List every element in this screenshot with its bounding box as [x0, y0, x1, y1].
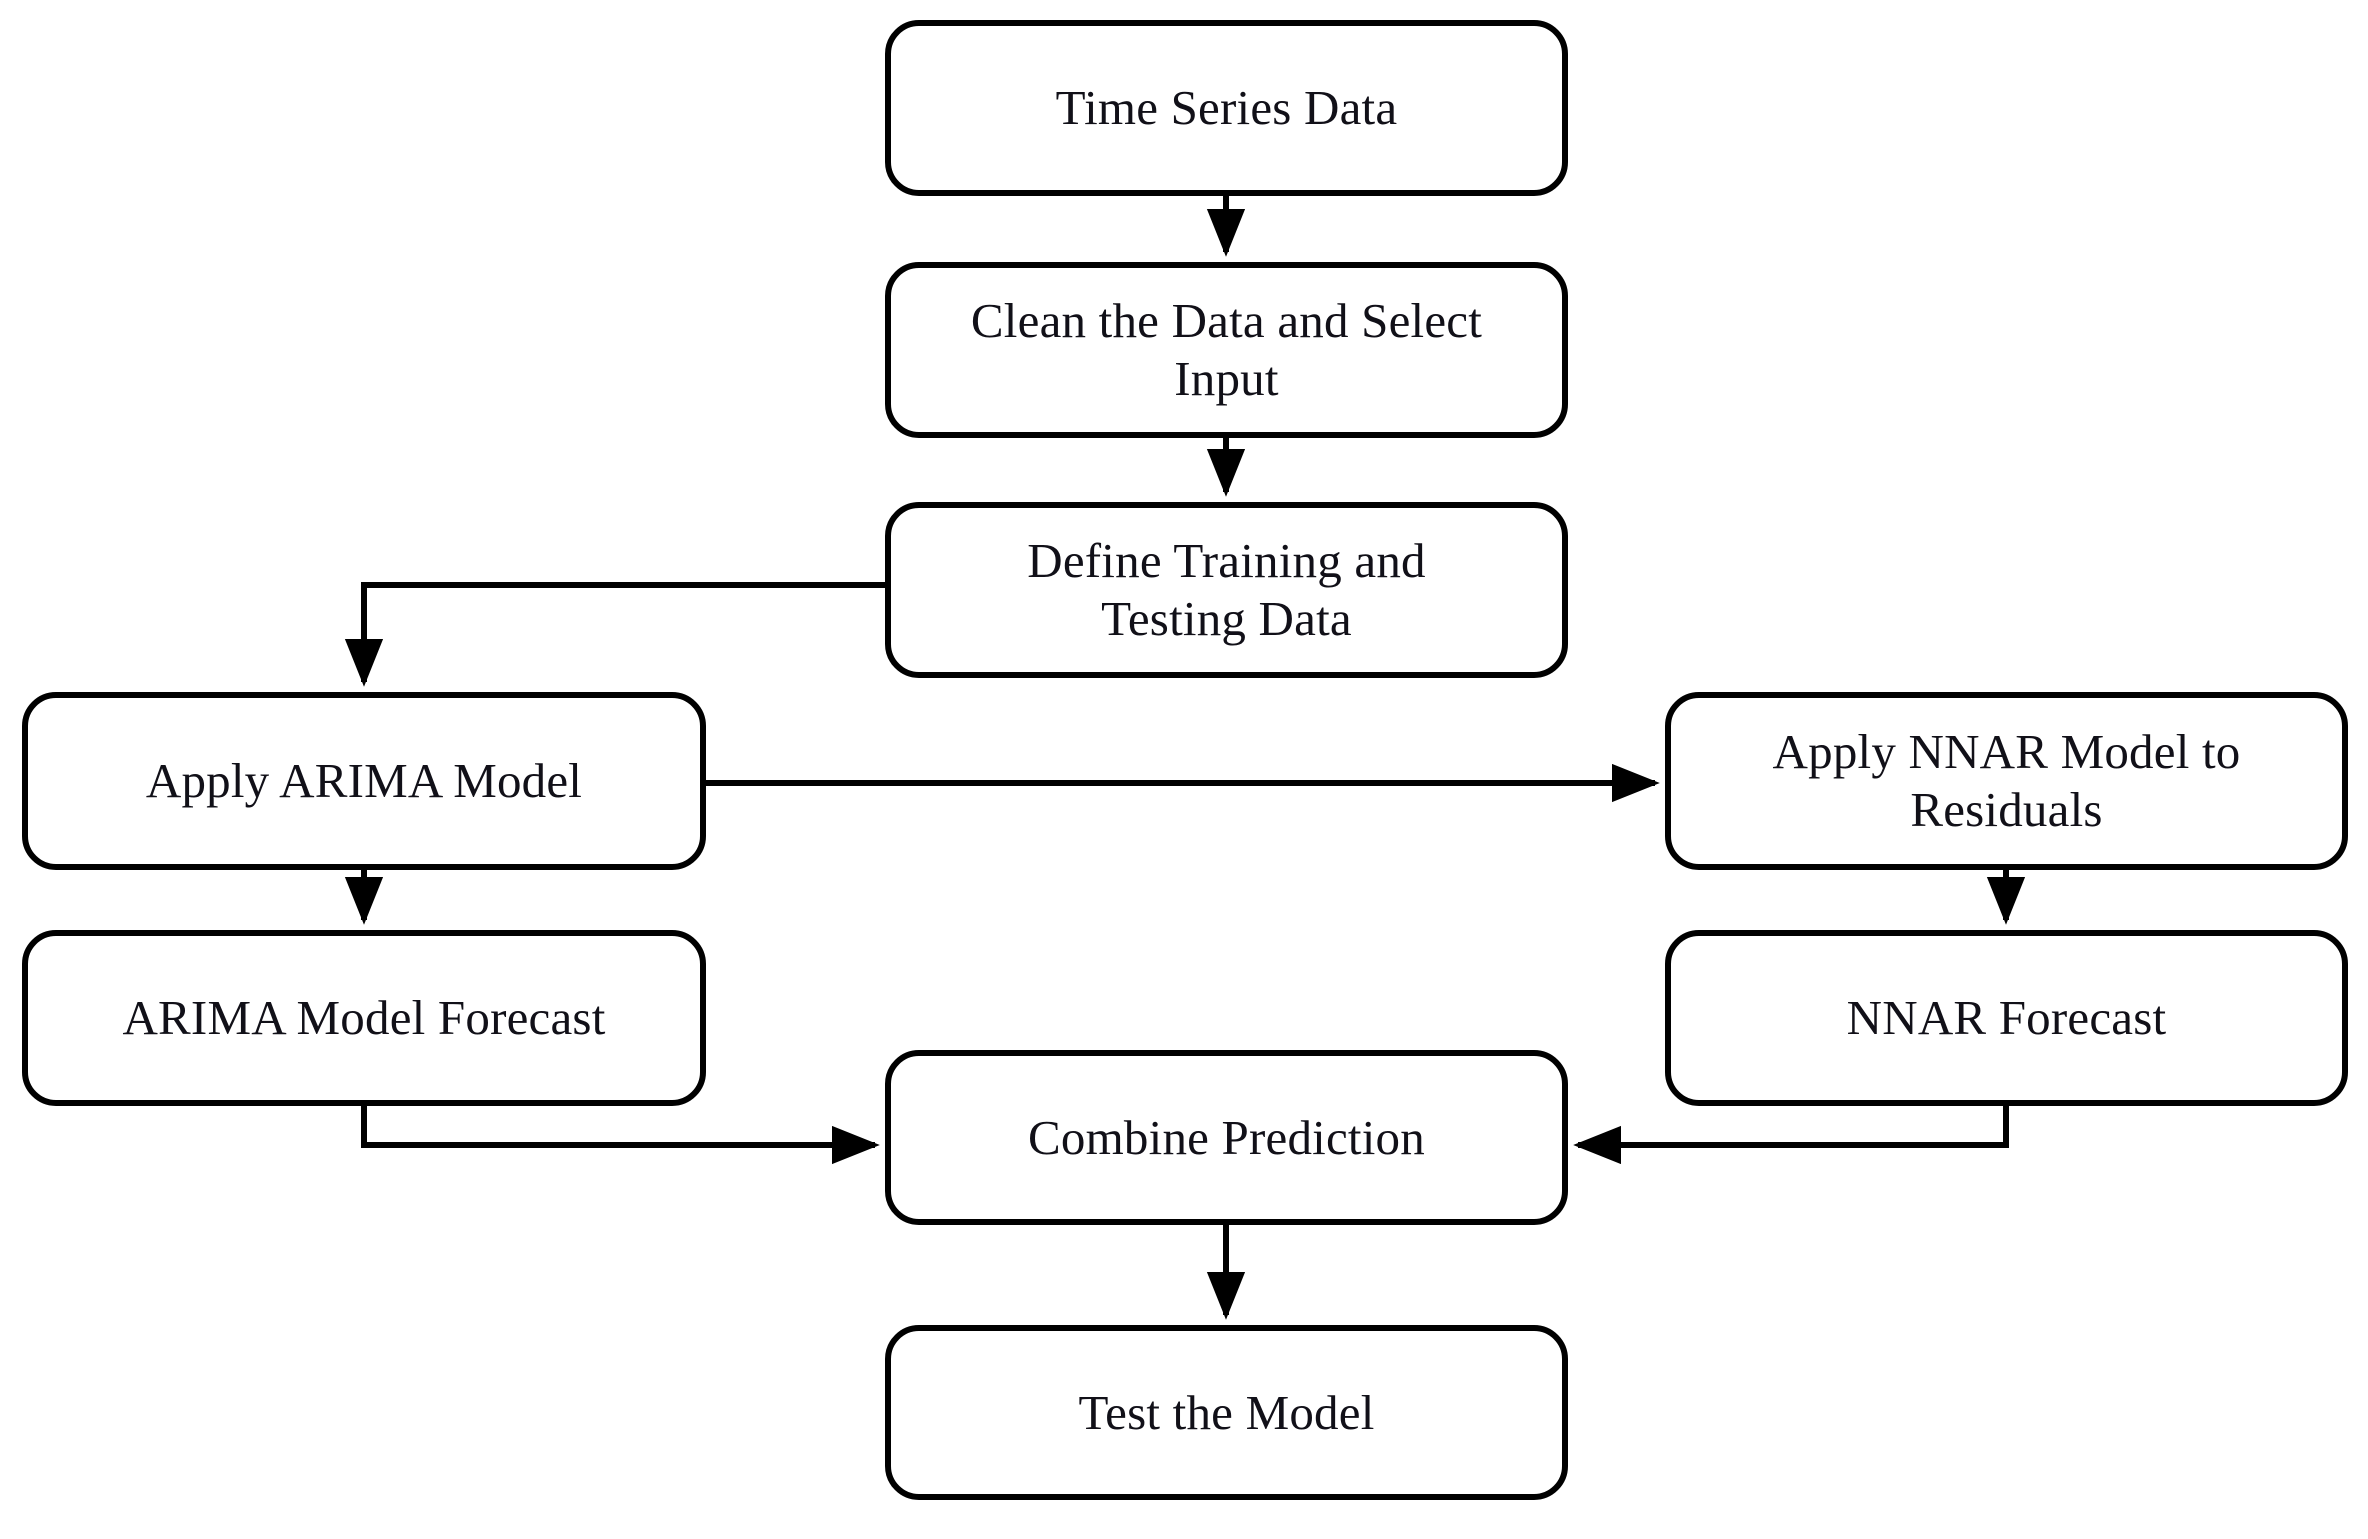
- node-time-series-data[interactable]: Time Series Data: [885, 20, 1568, 196]
- edge-define-to-arima: [344, 582, 885, 687]
- node-label-nnar-forecast: NNAR Forecast: [1846, 990, 2167, 1046]
- node-define-training-testing-data[interactable]: Define Training and Testing Data: [885, 502, 1568, 678]
- node-label-combine-prediction: Combine Prediction: [1028, 1109, 1425, 1165]
- node-label-arima-model-forecast: ARIMA Model Forecast: [122, 990, 606, 1046]
- node-test-the-model[interactable]: Test the Model: [885, 1325, 1568, 1500]
- node-label-apply-nnar-model-to-residuals: Apply NNAR Model to Residuals: [1772, 724, 2241, 837]
- node-apply-arima-model[interactable]: Apply ARIMA Model: [22, 692, 706, 870]
- node-label-test-the-model: Test the Model: [1078, 1384, 1375, 1440]
- edge-arimaforecast-to-combine: [361, 1106, 880, 1165]
- node-label-time-series-data: Time Series Data: [1055, 80, 1398, 136]
- node-label-apply-arima-model: Apply ARIMA Model: [145, 753, 583, 809]
- node-arima-model-forecast[interactable]: ARIMA Model Forecast: [22, 930, 706, 1106]
- node-combine-prediction[interactable]: Combine Prediction: [885, 1050, 1568, 1225]
- node-apply-nnar-model-to-residuals[interactable]: Apply NNAR Model to Residuals: [1665, 692, 2348, 870]
- node-label-define-training-testing-data: Define Training and Testing Data: [1027, 533, 1426, 646]
- node-label-clean-data-select-input: Clean the Data and Select Input: [970, 293, 1483, 406]
- node-nnar-forecast[interactable]: NNAR Forecast: [1665, 930, 2348, 1106]
- node-clean-data-select-input[interactable]: Clean the Data and Select Input: [885, 262, 1568, 438]
- edge-nnarforecast-to-combine: [1573, 1106, 2009, 1165]
